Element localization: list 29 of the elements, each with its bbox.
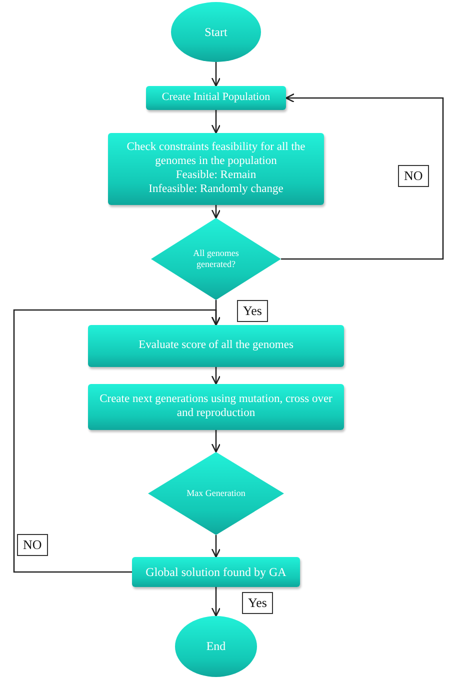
node-text: Create next generations using mutation, cross over and reproduction	[98, 393, 334, 421]
node-text: Global solution found by GA	[146, 564, 286, 580]
edge-label: Yes	[237, 300, 268, 322]
process-box	[108, 133, 324, 205]
node-text: Max Generation	[186, 488, 246, 499]
arrow	[211, 110, 221, 134]
edge-label: Yes	[242, 592, 273, 614]
node-text: End	[206, 639, 226, 654]
edge-label: NO	[398, 165, 429, 187]
node-text: Check constraints feasibility for all the genomes in the population	[126, 141, 306, 169]
process-box	[146, 86, 286, 110]
node-text: Infeasible: Randomly change	[148, 182, 284, 197]
process-box	[88, 325, 344, 367]
arrow	[211, 587, 221, 617]
arrow	[211, 205, 221, 219]
node-text: Create Initial Population	[162, 91, 270, 105]
edge-label: NO	[17, 534, 48, 556]
process-box	[88, 384, 344, 430]
node-text: Evaluate score of all the genomes	[138, 339, 294, 353]
arrow	[13, 309, 221, 573]
arrow	[211, 367, 221, 385]
arrow	[281, 93, 444, 260]
node-text: All genomes generated?	[192, 248, 240, 270]
node-text: Start	[204, 24, 228, 40]
process-box	[132, 557, 300, 587]
arrow	[211, 62, 221, 87]
arrow	[211, 535, 221, 558]
arrow	[211, 430, 221, 453]
node-text: Feasible: Remain	[176, 169, 256, 183]
